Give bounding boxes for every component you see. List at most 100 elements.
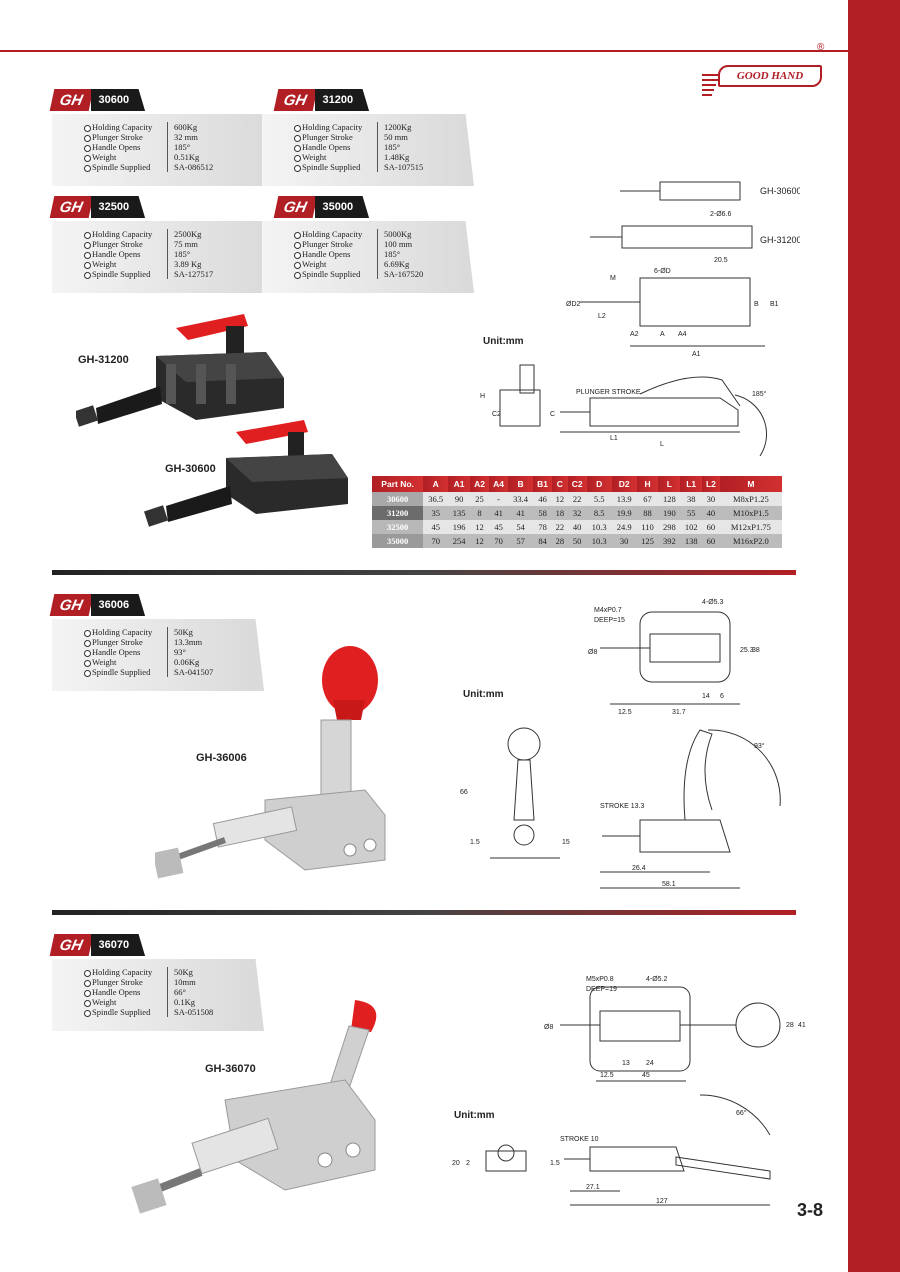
draw-label: 12.5 xyxy=(618,709,632,716)
model-tag-36070: GH 36070 xyxy=(49,933,146,957)
table-cell: 128 xyxy=(658,492,681,506)
draw-label: 6-ØD xyxy=(654,268,671,275)
table-cell: 125 xyxy=(636,534,659,548)
spec-label: Weight xyxy=(84,997,168,1007)
table-cell: 58 xyxy=(533,506,553,520)
table-cell: 18 xyxy=(552,506,568,520)
draw-36006-top-base xyxy=(639,611,731,683)
spec-label: Plunger Stroke xyxy=(294,132,378,142)
spec-value: 6.69Kg xyxy=(384,259,410,269)
table-cell: 298 xyxy=(658,520,681,534)
model-tag-32500: GH 32500 xyxy=(49,195,146,219)
table-cell: 70 xyxy=(489,534,509,548)
draw-label: Ø8 xyxy=(544,1024,553,1031)
draw-label: A1 xyxy=(692,351,701,358)
draw-36070-top-base xyxy=(589,986,691,1072)
draw-36070-side-base xyxy=(485,1150,527,1172)
spec-value: 3.89 Kg xyxy=(174,259,202,269)
spec-label: Spindle Supplied xyxy=(84,1007,168,1017)
draw-label: M xyxy=(610,275,616,282)
draw-top-view-body xyxy=(639,277,751,327)
table-cell: 46 xyxy=(533,492,553,506)
draw-label: STROKE 10 xyxy=(560,1136,599,1143)
table-cell: 12 xyxy=(552,492,568,506)
table-cell: 55 xyxy=(680,506,703,520)
gh-badge: GH xyxy=(273,89,317,111)
draw-36006-side-hole xyxy=(513,824,535,846)
draw-label: GH-31200 xyxy=(760,235,800,245)
draw-label: C2 xyxy=(492,411,501,418)
draw-label: ØD2 xyxy=(566,301,581,308)
spec-label: Holding Capacity xyxy=(84,229,168,239)
product-image-36070 xyxy=(131,1000,377,1214)
table-header: C xyxy=(552,476,568,492)
part-number-cell: 30600 xyxy=(372,492,424,506)
draw-label: DEEP=19 xyxy=(586,986,617,993)
model-code: 36006 xyxy=(90,594,146,616)
spec-value: SA-107515 xyxy=(384,162,424,172)
product-label-36006: GH-36006 xyxy=(196,752,247,764)
draw-label: 41 xyxy=(798,1022,806,1029)
technical-drawing-section-1: GH-30600 GH-31200 2-Ø6.6 6-ØD 20.5 M L2 … xyxy=(480,181,800,457)
draw-label: C xyxy=(550,411,555,418)
table-cell: 41 xyxy=(508,506,534,520)
draw-36006-open-arc xyxy=(707,729,781,807)
technical-drawing-section-2: M4xP0.7 DEEP=15 4-Ø5.3 Ø8 25.3 38 14 6 1… xyxy=(460,599,781,889)
gh-badge: GH xyxy=(49,934,93,956)
handle-knob xyxy=(351,1000,377,1032)
spec-label: Plunger Stroke xyxy=(84,977,168,987)
draw-label: STROKE 13.3 xyxy=(600,803,644,810)
spec-label: Handle Opens xyxy=(294,142,378,152)
draw-36070-front-body xyxy=(589,1146,685,1172)
unit-label-3: Unit:mm xyxy=(454,1110,495,1121)
draw-label: PLUNGER STROKE xyxy=(576,389,641,396)
spec-value: 13.3mm xyxy=(174,637,203,647)
draw-label: 4-Ø5.2 xyxy=(646,976,668,983)
table-cell: 30 xyxy=(611,534,637,548)
table-cell: M10xP1.5 xyxy=(719,506,782,520)
table-cell: 25 xyxy=(470,492,490,506)
draw-front-body xyxy=(589,397,739,427)
spec-label: Handle Opens xyxy=(84,142,168,152)
table-cell: 84 xyxy=(533,534,553,548)
draw-label: 24 xyxy=(646,1060,654,1067)
spec-value: 5000Kg xyxy=(384,229,412,239)
draw-36070-side-hole xyxy=(497,1144,515,1162)
table-cell: 78 xyxy=(533,520,553,534)
draw-36070-top-body xyxy=(599,1010,681,1042)
gh-badge: GH xyxy=(273,196,317,218)
draw-36006-top-body xyxy=(649,633,721,663)
draw-label: 66° xyxy=(736,1109,747,1117)
table-cell: 10.3 xyxy=(586,520,612,534)
spec-value: 2500Kg xyxy=(174,229,202,239)
model-tag-35000: GH 35000 xyxy=(273,195,370,219)
unit-label-2: Unit:mm xyxy=(463,689,504,700)
table-cell: 60 xyxy=(702,520,720,534)
draw-label: 38 xyxy=(752,647,760,654)
table-cell: - xyxy=(489,492,509,506)
draw-label: 14 xyxy=(702,693,710,700)
table-cell: 54 xyxy=(508,520,534,534)
spec-label: Weight xyxy=(84,657,168,667)
draw-label: GH-30600 xyxy=(760,186,800,196)
table-cell: 13.9 xyxy=(611,492,637,506)
spec-value: 185° xyxy=(174,249,191,259)
brand-logo: GOOD HAND ® xyxy=(700,42,830,103)
part-number-cell: 31200 xyxy=(372,506,424,520)
table-cell: 102 xyxy=(680,520,703,534)
table-cell: 40 xyxy=(567,520,587,534)
table-cell: 32 xyxy=(567,506,587,520)
section-divider xyxy=(52,570,796,575)
spec-label: Weight xyxy=(294,152,378,162)
table-cell: M8xP1.25 xyxy=(719,492,782,506)
logo-stripes-icon xyxy=(702,74,720,96)
page-number: 3-8 xyxy=(797,1200,824,1220)
spec-value: SA-041507 xyxy=(174,667,214,677)
table-cell: 38 xyxy=(680,492,703,506)
table-cell: 392 xyxy=(658,534,681,548)
